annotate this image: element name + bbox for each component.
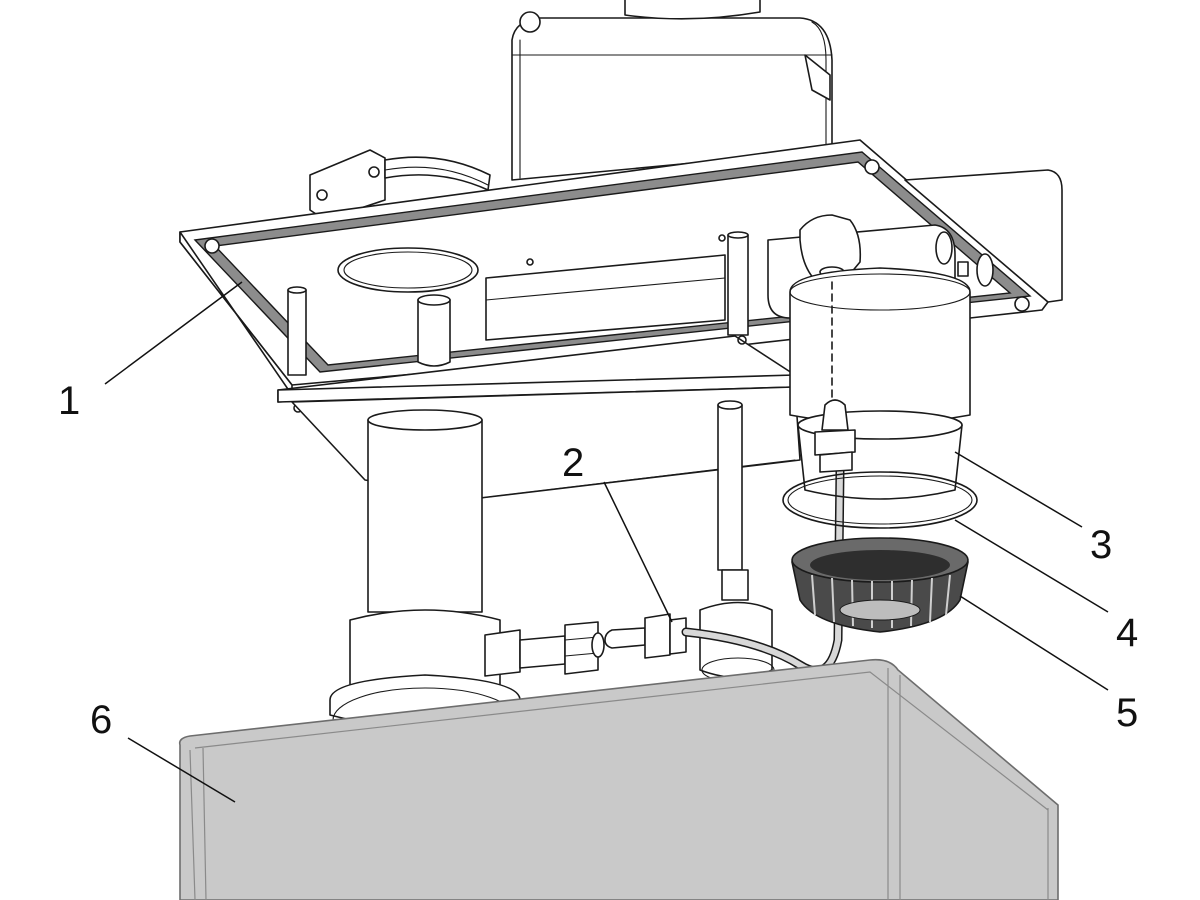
leader-4 xyxy=(954,519,1109,613)
callout-4: 4 xyxy=(1116,611,1138,655)
sensor-cable xyxy=(604,465,845,676)
leader-2 xyxy=(603,481,673,623)
callout-6: 6 xyxy=(90,698,112,742)
leader-6 xyxy=(127,737,236,803)
inner-components xyxy=(287,231,749,376)
leader-lines xyxy=(104,281,1109,803)
strainer-cap xyxy=(791,537,969,633)
motor-housing xyxy=(511,0,833,181)
callout-3: 3 xyxy=(1090,523,1112,567)
callout-2: 2 xyxy=(562,441,584,485)
callout-labels: 1 2 3 4 5 6 xyxy=(58,379,1138,742)
callout-1: 1 xyxy=(58,379,80,423)
leader-3 xyxy=(954,451,1083,528)
leader-5 xyxy=(959,595,1109,691)
leader-1 xyxy=(104,281,243,385)
o-ring xyxy=(782,471,978,529)
callout-5: 5 xyxy=(1116,691,1138,735)
tank xyxy=(178,658,1059,900)
filter-housing xyxy=(789,267,971,500)
